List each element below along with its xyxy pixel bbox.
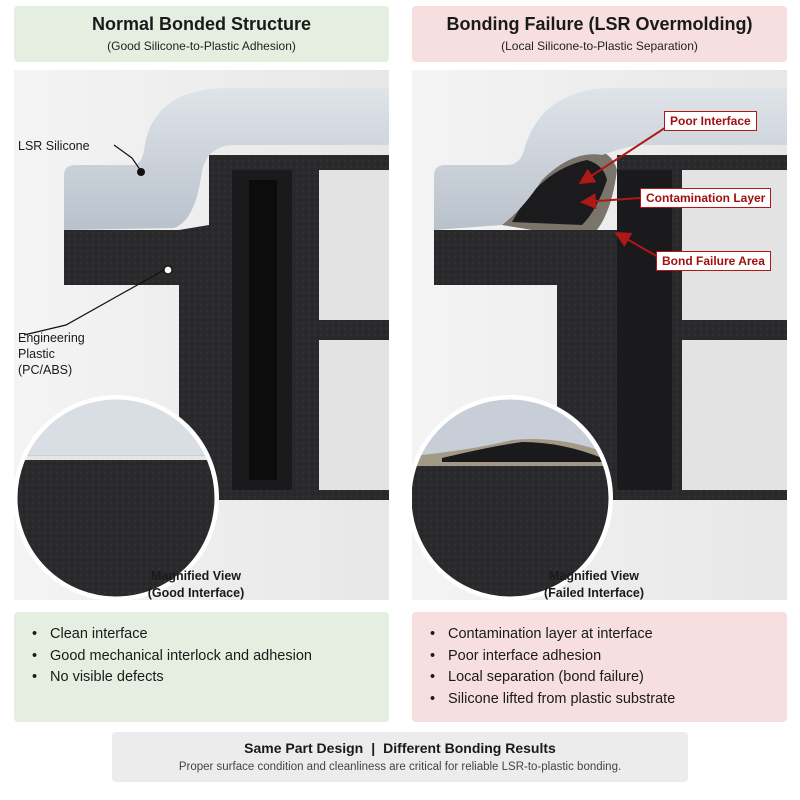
right-cross-section-illustration [412, 70, 787, 600]
plastic-label-line3: (PC/ABS) [18, 363, 73, 377]
bond-failure-area-tag: Bond Failure Area [656, 251, 771, 271]
footer-separator: | [371, 740, 376, 756]
right-panel-header: Bonding Failure (LSR Overmolding) (Local… [412, 6, 787, 62]
list-item: No visible defects [32, 667, 389, 689]
footer-banner: Same Part Design | Different Bonding Resul… [112, 732, 688, 782]
left-title: Normal Bonded Structure [91, 14, 312, 34]
poor-interface-tag: Poor Interface [664, 111, 757, 131]
plastic-callout-dot [163, 265, 173, 275]
left-magnified-subtitle: (Good Interface) [147, 586, 245, 600]
right-magnifier-content [412, 398, 610, 598]
footer-headline: Same Part Design | Different Bonding Resul… [112, 740, 688, 756]
right-magnified-subtitle: (Failed Interface) [543, 586, 645, 600]
left-bullet-list: Clean interface Good mechanical interloc… [14, 612, 389, 689]
footer-note: Proper surface condition and cleanliness… [178, 761, 622, 773]
footer-left-text: Same Part Design [244, 740, 364, 756]
right-magnified-caption: Magnified View (Failed Interface) [494, 568, 694, 602]
list-item: Contamination layer at interface [430, 624, 787, 646]
footer-right-text: Different Bonding Results [383, 740, 556, 756]
list-item: Clean interface [32, 624, 389, 646]
left-bullet-box: Clean interface Good mechanical interloc… [14, 612, 389, 722]
left-magnified-caption: Magnified View (Good Interface) [96, 568, 296, 602]
plastic-callout-line [23, 269, 165, 336]
left-cross-section-illustration [14, 70, 389, 600]
poor-interface-arrow [578, 121, 675, 185]
left-magnified-title: Magnified View [150, 569, 242, 583]
silicone-callout-line [113, 144, 142, 172]
right-magnified-title: Magnified View [548, 569, 640, 583]
right-cross-section-scene: Poor Interface Contamination Layer Bond … [412, 70, 787, 600]
lsr-silicone-label: LSR Silicone [18, 139, 90, 153]
plastic-label-line1: Engineering [18, 331, 85, 345]
list-item: Local separation (bond failure) [430, 667, 787, 689]
right-title: Bonding Failure (LSR Overmolding) [446, 14, 753, 34]
bond-failure-arrow [614, 232, 661, 259]
contamination-layer-tag: Contamination Layer [640, 188, 772, 208]
right-bullet-list: Contamination layer at interface Poor in… [412, 612, 787, 710]
right-bullet-box: Contamination layer at interface Poor in… [412, 612, 787, 722]
plastic-label-line2: Plastic [18, 347, 55, 361]
list-item: Good mechanical interlock and adhesion [32, 646, 389, 668]
left-panel-header: Normal Bonded Structure (Good Silicone-t… [14, 6, 389, 62]
left-subtitle: (Good Silicone-to-Plastic Adhesion) [107, 39, 296, 53]
list-item: Poor interface adhesion [430, 646, 787, 668]
list-item: Silicone lifted from plastic substrate [430, 689, 787, 711]
left-cross-section-scene: LSR Silicone Engineering Plastic (PC/ABS… [14, 70, 389, 600]
right-subtitle: (Local Silicone-to-Plastic Separation) [501, 39, 698, 53]
contamination-arrow [580, 193, 641, 210]
silicone-callout-dot [137, 168, 145, 176]
